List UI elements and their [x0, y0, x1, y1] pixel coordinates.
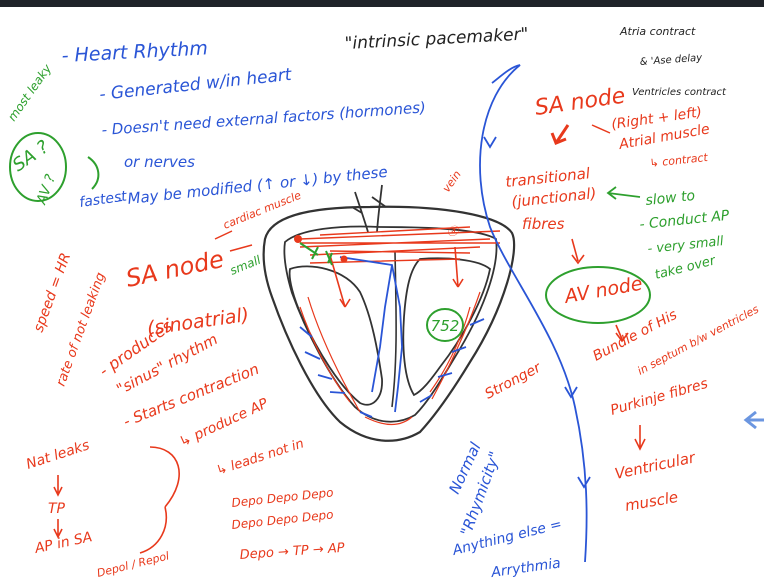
arrow-tp-to-ap: [54, 519, 62, 537]
title-intrinsic-pacemaker: "intrinsic pacemaker": [344, 24, 529, 54]
note-slow-to: slow to: [645, 188, 696, 209]
note-take-over: take over: [653, 253, 718, 283]
label-vein: vein: [440, 168, 464, 195]
arrow-slow-to: [608, 187, 640, 199]
av-node-notes: slow to - Conduct AP - very small take o…: [546, 187, 731, 341]
heart-rhythm-notes: - Heart Rhythm - Generated w/in heart - …: [61, 37, 426, 211]
arrow-to-av-node: [572, 239, 584, 263]
note-ap-in-sa: AP in SA: [33, 529, 94, 557]
note-conduct-ap: - Conduct AP: [639, 208, 731, 233]
note-most-leaky: most leaky: [5, 61, 55, 124]
note-ase-delay: & 'Ase delay: [639, 53, 703, 68]
note-depo-line-1: Depo Depo Depo: [231, 485, 334, 510]
note-or-nerves: or nerves: [124, 153, 195, 171]
great-vessels: [352, 185, 386, 232]
note-muscle: muscle: [624, 488, 680, 515]
drawing-canvas: 752 ⓐ vein "intrinsic pacemaker" Atria c…: [0, 7, 764, 581]
arrow-to-atrial: [592, 125, 610, 133]
note-atria-contract: Atria contract: [619, 25, 696, 38]
note-purkinje-fibres: Purkinje fibres: [609, 376, 710, 419]
av-node-dot: [341, 256, 348, 263]
note-no-external-factors: - Doesn't need external factors (hormone…: [101, 98, 426, 139]
ventricular-scribbles: [300, 292, 480, 425]
note-av-question: AV ?: [33, 172, 59, 207]
edge-pointer-arrow-icon: [746, 412, 764, 428]
note-depo-line-2: Depo Depo Depo: [231, 507, 334, 532]
arrow-to-ventricular: [635, 425, 645, 449]
note-sa-question: SA ?: [9, 136, 53, 176]
note-generated-within-heart: - Generated w/in heart: [98, 65, 293, 105]
leakiness-notes: most leaky SA ? AV ?: [5, 61, 98, 207]
loop-arrow: [140, 447, 179, 553]
conduction-pathway-notes: SA node (Right + left) Atrial muscle ↳ c…: [482, 84, 761, 515]
note-depol-repol: Depol / Repol: [96, 549, 171, 579]
label-752: 752: [431, 317, 460, 335]
whiteboard: 752 ⓐ vein "intrinsic pacemaker" Atria c…: [0, 7, 764, 581]
arrow-nat-to-tp: [54, 475, 62, 495]
left-ventricle-outline: [290, 266, 382, 404]
sa-node-dot: [294, 235, 302, 243]
note-av-node: AV node: [561, 273, 644, 309]
note-heart-rhythm: - Heart Rhythm: [61, 37, 208, 67]
note-arrythmia: Arrythmia: [489, 555, 561, 581]
note-ventricular: Ventricular: [613, 448, 697, 483]
note-nat-leaks: Nat leaks: [24, 437, 91, 472]
bracket-mark: [88, 157, 98, 189]
note-sa-node-left: SA node: [123, 245, 226, 293]
note-stronger: Stronger: [482, 359, 544, 402]
sa-node-notes-left: SA node cardiac muscle small (sinoatrial…: [24, 189, 345, 580]
note-speed-hr: speed = HR: [31, 251, 74, 335]
note-fibres: fibres: [522, 215, 565, 233]
note-depo-line-3: Depo → TP → AP: [239, 541, 345, 563]
red-arrow-sa-down: [552, 125, 568, 143]
note-leads-not-in: ↳ leads not in: [215, 436, 306, 478]
note-sa-node-right: SA node: [533, 84, 627, 121]
note-contract: ↳ contract: [649, 151, 709, 170]
rhythmicity-notes: Normal "Rhymicity" Anything else = Arryt…: [445, 439, 563, 581]
heart-outer-outline: [264, 207, 514, 441]
note-septum: in septum b/w ventricles: [635, 302, 761, 377]
note-ventricles-contract: Ventricles contract: [632, 87, 727, 98]
heart-drawing: 752 ⓐ vein: [264, 168, 514, 441]
note-small: small: [228, 253, 263, 278]
note-tp: TP: [48, 501, 66, 517]
